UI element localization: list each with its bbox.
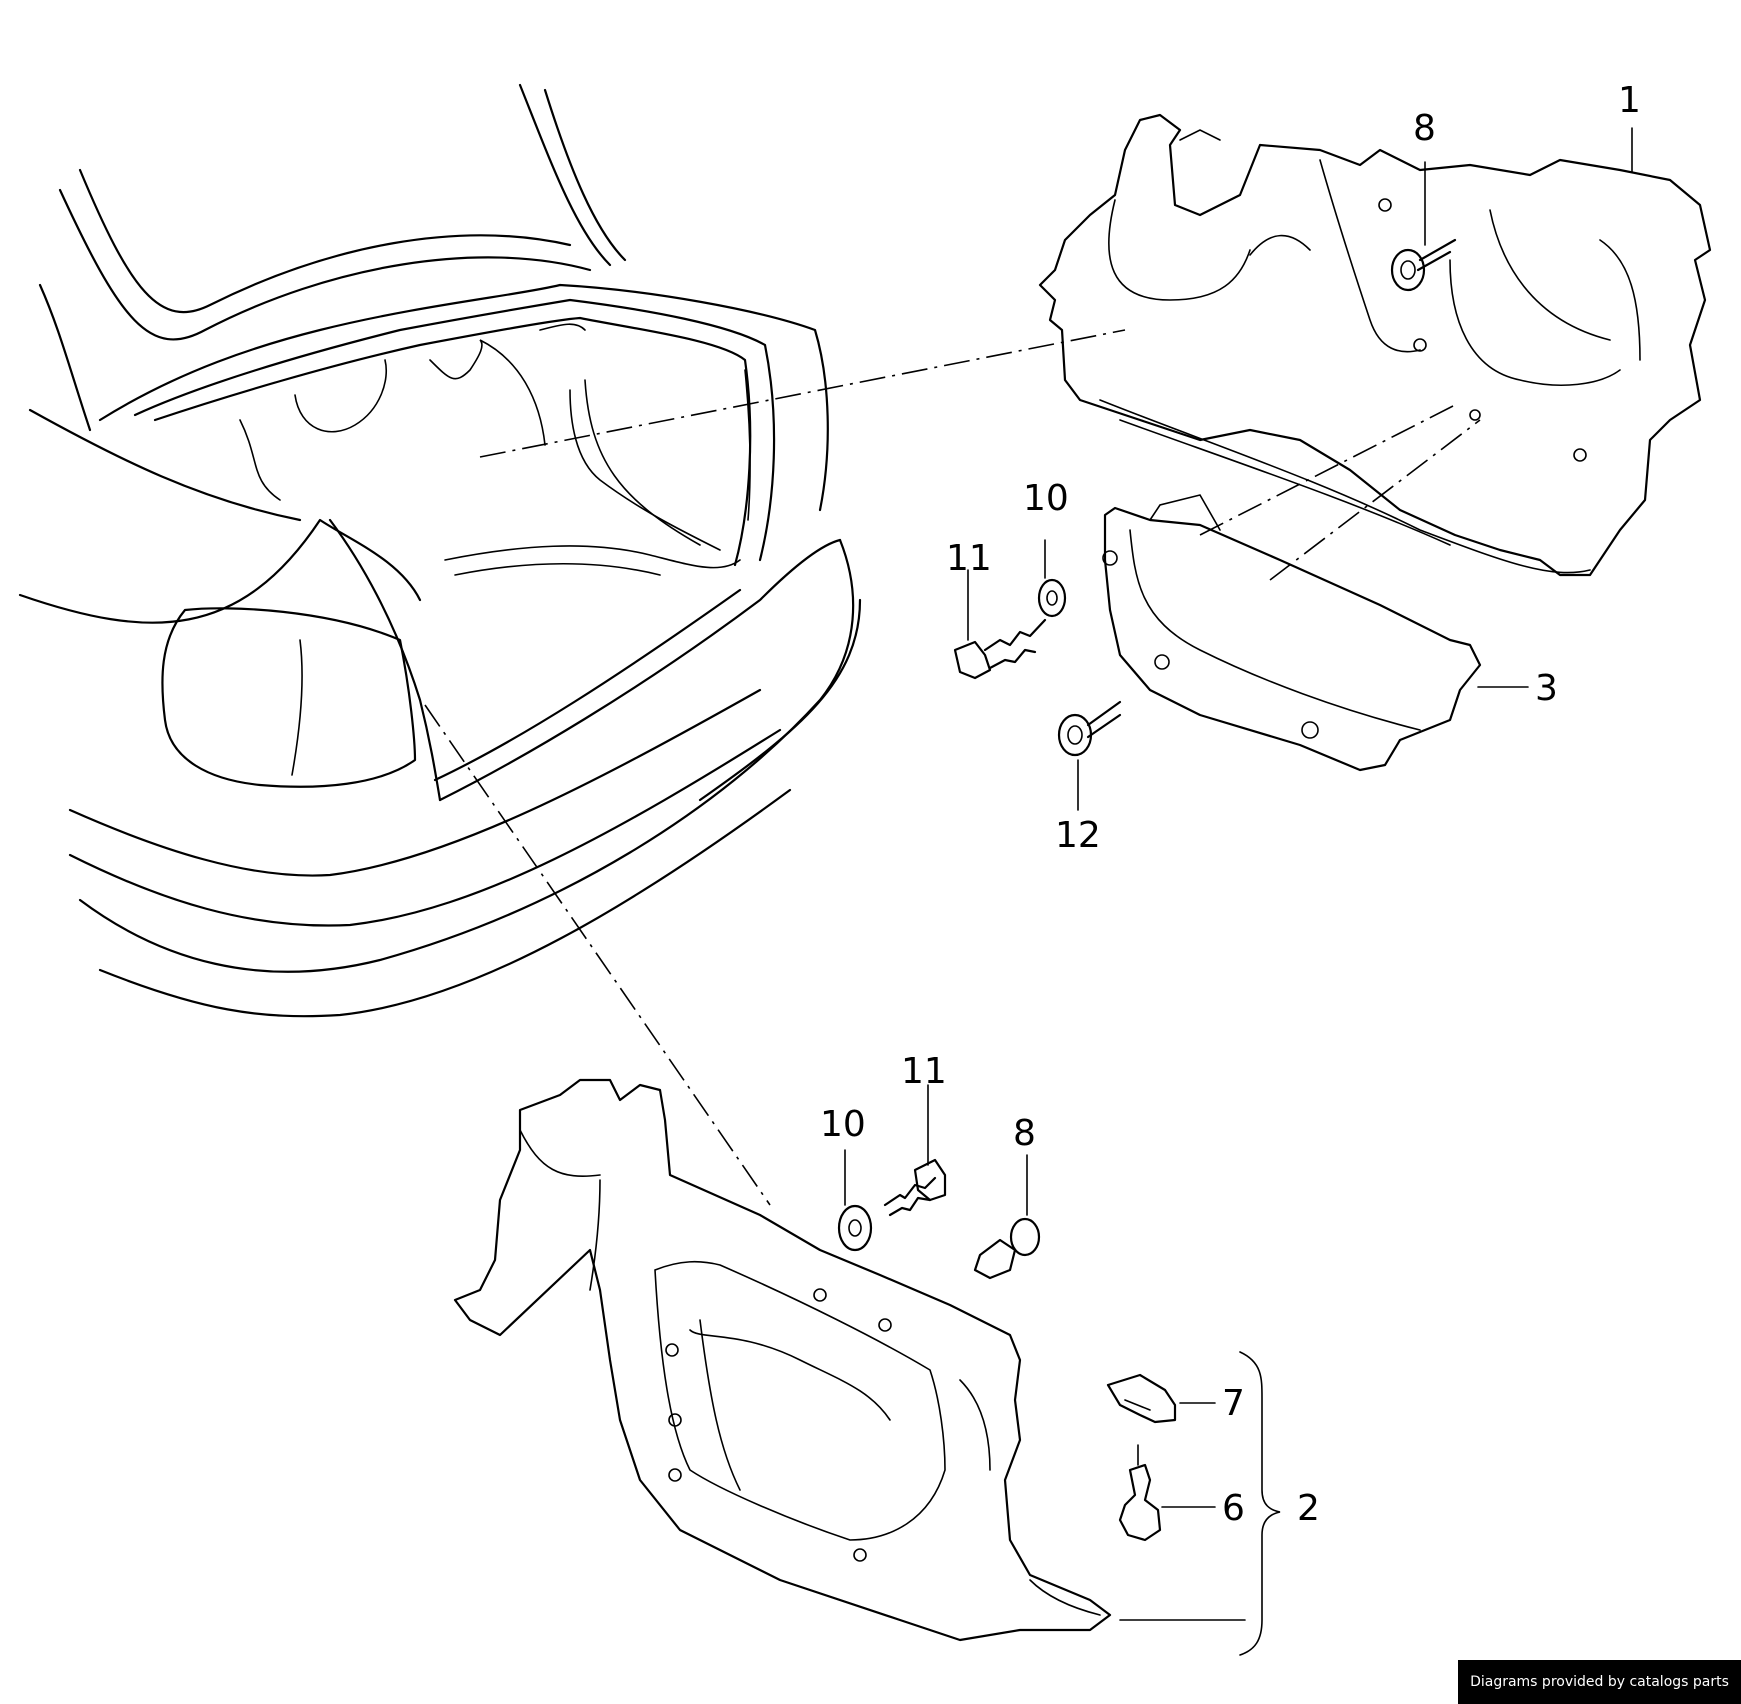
trim-panel-1 xyxy=(1038,113,1712,577)
car-rear-outline xyxy=(18,83,862,1018)
trim-strip-3 xyxy=(1102,494,1482,772)
screw-12-icon xyxy=(1057,700,1122,757)
clip-6-icon xyxy=(1118,1444,1162,1542)
callout-7: 7 xyxy=(1222,1383,1245,1424)
clip-7-icon xyxy=(1106,1373,1177,1424)
callout-10-bottom: 10 xyxy=(820,1104,866,1145)
callout-6: 6 xyxy=(1222,1488,1245,1529)
callout-11-top: 11 xyxy=(946,538,992,579)
trim-panel-2 xyxy=(453,1078,1112,1642)
callout-1: 1 xyxy=(1618,80,1641,121)
callout-12: 12 xyxy=(1055,815,1101,856)
callout-8-top: 8 xyxy=(1413,108,1436,149)
callout-labels: 1 8 10 11 3 12 11 10 8 7 6 2 xyxy=(820,80,1641,1529)
clip-8-bottom-icon xyxy=(973,1217,1041,1280)
callout-11-bottom: 11 xyxy=(901,1051,947,1092)
screw-11-bottom-icon xyxy=(883,1158,947,1217)
screw-11-top-icon xyxy=(953,618,1047,680)
washer-10-top-icon xyxy=(1037,578,1067,618)
leader-lines xyxy=(844,127,1633,1656)
callout-8-bottom: 8 xyxy=(1013,1113,1036,1154)
assignment-lines xyxy=(424,329,1481,1206)
credit-banner: Diagrams provided by catalogs parts xyxy=(1458,1660,1741,1704)
screw-8-top-icon xyxy=(1390,238,1457,292)
callout-3: 3 xyxy=(1535,668,1558,709)
callout-2: 2 xyxy=(1297,1488,1320,1529)
washer-10-bottom-icon xyxy=(837,1204,873,1252)
callout-10-top: 10 xyxy=(1023,478,1069,519)
